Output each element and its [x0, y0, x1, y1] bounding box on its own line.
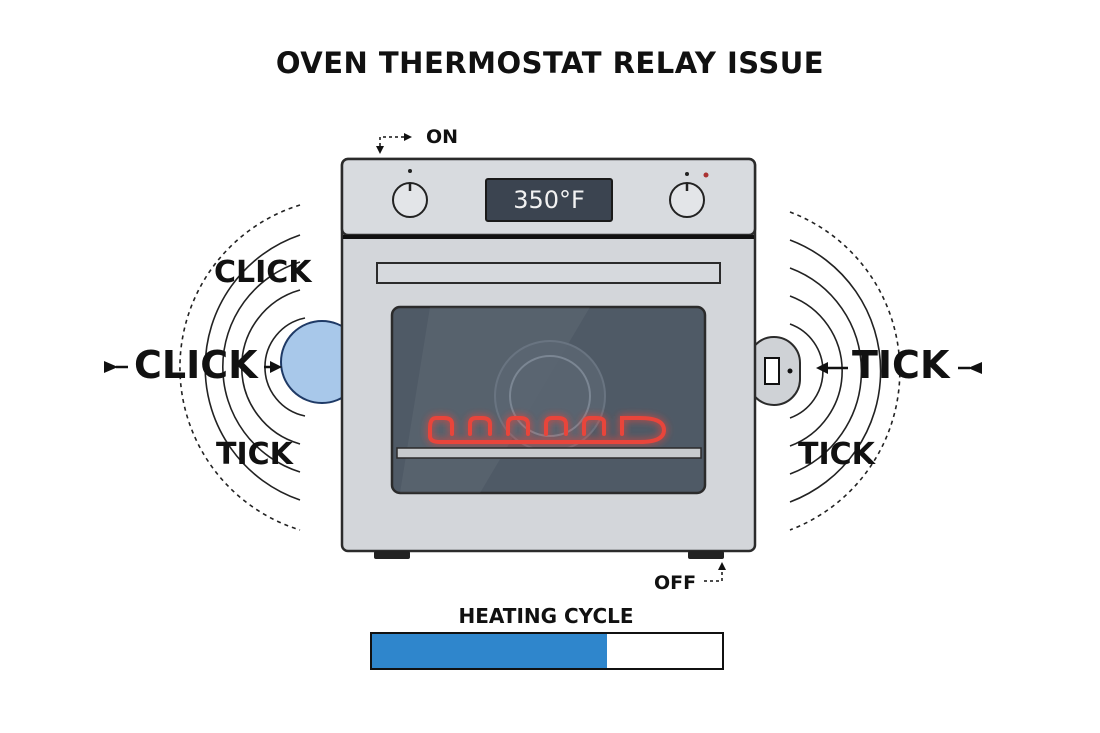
- heating-cycle-progress-bar: [370, 632, 724, 670]
- sound-waves-right: [789, 211, 901, 531]
- temperature-readout: 350°F: [513, 186, 585, 214]
- arrow-icon: [816, 362, 982, 374]
- heating-cycle-label: HEATING CYCLE: [458, 604, 634, 628]
- arrow-icon: [104, 361, 282, 373]
- arrow-icon: [704, 562, 726, 582]
- knob-right-icon: [669, 172, 709, 218]
- temperature-display: [485, 178, 613, 222]
- sound-waves-left: [179, 204, 306, 531]
- oven-foot-left: [374, 551, 410, 559]
- sound-label-tick-right-middle: TICK: [852, 343, 950, 387]
- heating-cycle-progress-fill: [372, 634, 607, 668]
- sound-label-click-upper: CLICK: [214, 255, 312, 290]
- sound-label-tick-right-lower: TICK: [798, 437, 875, 472]
- off-label: OFF: [654, 572, 697, 594]
- sound-label-tick-left: TICK: [216, 437, 293, 472]
- knob-left-icon: [392, 169, 428, 218]
- oven-fan: [494, 340, 606, 452]
- oven-rack: [396, 447, 702, 459]
- oven-door-handle: [376, 262, 721, 284]
- arrow-icon: [376, 133, 412, 154]
- oven: [340, 157, 757, 559]
- on-label: ON: [426, 126, 459, 148]
- oven-foot-right: [688, 551, 724, 559]
- page-title: OVEN THERMOSTAT RELAY ISSUE: [275, 46, 825, 80]
- heating-element-icon: [428, 416, 667, 444]
- sound-label-click-middle: CLICK: [134, 343, 258, 387]
